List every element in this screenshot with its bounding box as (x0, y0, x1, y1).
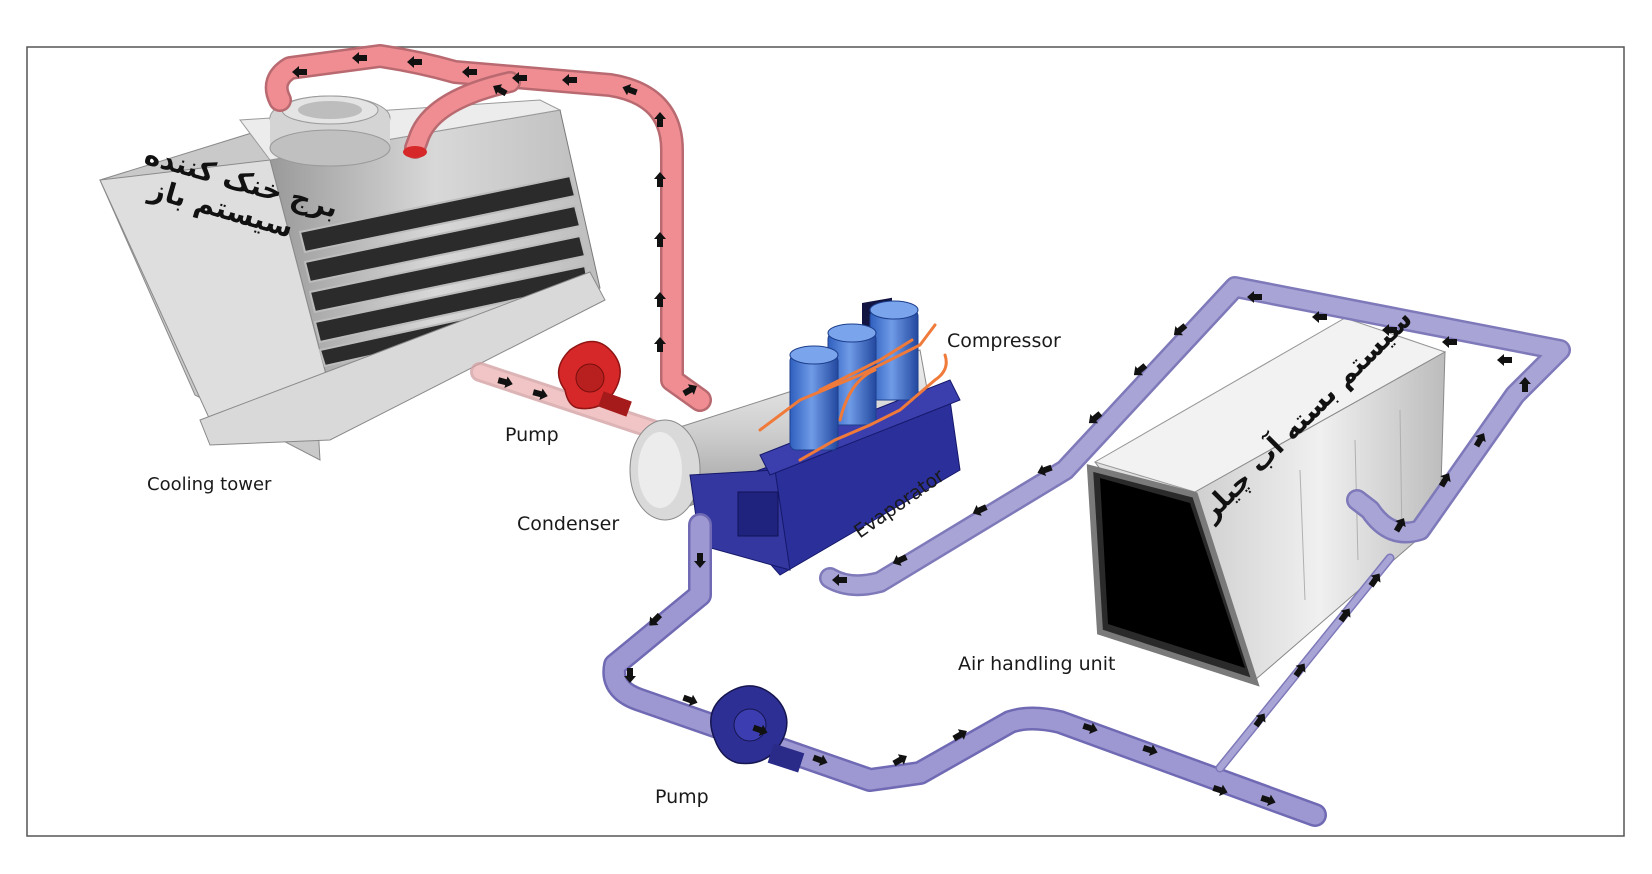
compressor-cylinders (789, 300, 919, 451)
flow-arrow-icon (1438, 473, 1451, 488)
cooling-tower (99, 95, 606, 461)
flow-arrow-icon (1088, 411, 1103, 424)
flow-arrow-icon (812, 754, 828, 766)
flow-arrow-icon (972, 504, 988, 516)
chiller-unit (629, 297, 961, 576)
flow-arrow-icon (1497, 354, 1512, 366)
flow-arrow-icon (654, 172, 666, 187)
condenser-label: Condenser (517, 513, 620, 535)
flow-arrow-icon (1312, 311, 1327, 323)
flow-arrow-icon (694, 553, 706, 568)
flow-arrow-icon (892, 754, 907, 767)
flow-arrow-icon (1338, 608, 1351, 623)
flow-arrow-icon (1260, 794, 1276, 807)
flow-arrow-icon (493, 84, 508, 97)
chilled-water-loop (602, 276, 1571, 827)
flow-arrow-icon (1442, 336, 1457, 348)
flow-arrow-icon (622, 84, 638, 96)
flow-arrow-icon (892, 554, 908, 566)
flow-arrow-icon (1247, 291, 1262, 303)
flow-arrow-icon (624, 668, 636, 683)
compressor-label: Compressor (947, 330, 1061, 352)
flow-arrow-icon (682, 384, 697, 397)
flow-arrow-icon (1393, 518, 1406, 533)
flow-arrow-icon (654, 292, 666, 307)
tower-inlet-nozzle (403, 146, 427, 158)
evaporator-body (689, 297, 961, 576)
flow-arrow-icon (1142, 744, 1158, 757)
pump-label-condenser: Pump (505, 424, 559, 446)
flow-arrow-icon (1173, 323, 1188, 336)
flow-arrow-icon (532, 388, 548, 401)
flow-arrow-icon (654, 232, 666, 247)
flow-arrow-icon (654, 337, 666, 352)
flow-arrow-icon (654, 112, 666, 127)
flow-arrow-icon (352, 52, 367, 64)
flow-arrow-icon (1473, 433, 1486, 448)
air-handling-unit (1086, 317, 1447, 687)
flow-arrow-icon (462, 66, 477, 78)
flow-arrow-icon (407, 56, 422, 68)
flow-arrow-icon (1293, 663, 1306, 678)
flow-arrow-icon (1368, 573, 1381, 588)
flow-arrow-icon (1519, 377, 1531, 392)
flow-arrow-icon (1253, 713, 1266, 728)
flow-arrows (292, 52, 1531, 807)
refrigerant-tubing (758, 323, 948, 462)
flow-arrow-icon (512, 72, 527, 84)
flow-arrow-icon (952, 729, 967, 742)
cooling-tower-label: Cooling tower (147, 474, 272, 495)
flow-arrow-icon (832, 574, 847, 586)
flow-arrow-icon (1212, 784, 1228, 797)
flow-arrow-icon (1037, 464, 1053, 476)
flow-arrow-icon (562, 74, 577, 86)
air-handling-unit-label: Air handling unit (958, 653, 1116, 675)
condenser-pump (557, 340, 632, 417)
flow-arrow-icon (1082, 722, 1098, 735)
flow-arrow-icon (497, 376, 513, 389)
flow-arrow-icon (1133, 363, 1148, 376)
flow-arrow-icon (752, 724, 768, 736)
flow-arrow-icon (1382, 324, 1397, 336)
flow-arrow-icon (292, 66, 307, 78)
flow-arrow-icon (649, 612, 663, 626)
flow-arrow-icon (682, 694, 698, 706)
chilled-water-pump (710, 685, 805, 773)
pump-label-chilled: Pump (655, 786, 709, 808)
